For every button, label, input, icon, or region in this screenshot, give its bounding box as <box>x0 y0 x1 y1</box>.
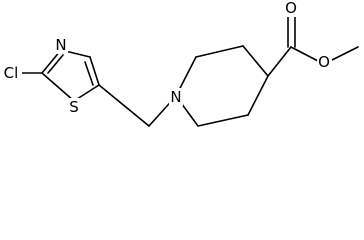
carbonyl-oxygen-label: O <box>285 0 297 17</box>
chlorine-label: Cl <box>4 64 19 82</box>
piperidine-nitrogen-label-bg <box>169 88 183 106</box>
bond-s1-c2 <box>41 72 75 102</box>
thiazole-sulfur-label: S <box>69 98 79 116</box>
bond-c4-c5-double <box>84 61 94 86</box>
thiazole-nitrogen-label-bg <box>54 36 68 54</box>
bond-c4-c5 <box>89 56 100 86</box>
bond-c4p-carbonyl-c <box>267 46 292 77</box>
bond-c5-ch2 <box>98 84 150 127</box>
bond-carbonyl-c-ester-o <box>290 46 319 62</box>
thiazole-nitrogen-label: N <box>55 36 66 54</box>
thiazole-nitrogen-atom: N <box>54 36 68 54</box>
chlorine-atom: Cl <box>0 63 22 83</box>
bond-c3p-c4p <box>242 45 269 77</box>
bond-c5p-c6p <box>197 114 249 127</box>
bond-c2p-c3p <box>195 45 244 58</box>
bond-c2-n3-double <box>47 54 64 74</box>
chemical-structure: Cl N S N O O <box>0 0 359 127</box>
piperidine-nitrogen-atom: N <box>169 88 183 106</box>
bond-ester-o-methyl <box>329 46 359 62</box>
carbonyl-oxygen-atom: O <box>284 0 299 17</box>
carbonyl-oxygen-label-bg <box>284 0 299 17</box>
ester-oxygen-label-bg <box>317 53 332 71</box>
chlorine-label-bg <box>0 63 22 83</box>
thiazole-sulfur-atom: S <box>67 98 81 116</box>
bond-c4p-c5p <box>247 75 269 116</box>
thiazole-sulfur-label-bg <box>67 98 81 116</box>
ester-oxygen-label: O <box>318 53 330 71</box>
piperidine-nitrogen-label: N <box>170 88 181 106</box>
atom-label-layer: Cl N S N O O <box>0 0 332 116</box>
ester-oxygen-atom: O <box>317 53 332 71</box>
